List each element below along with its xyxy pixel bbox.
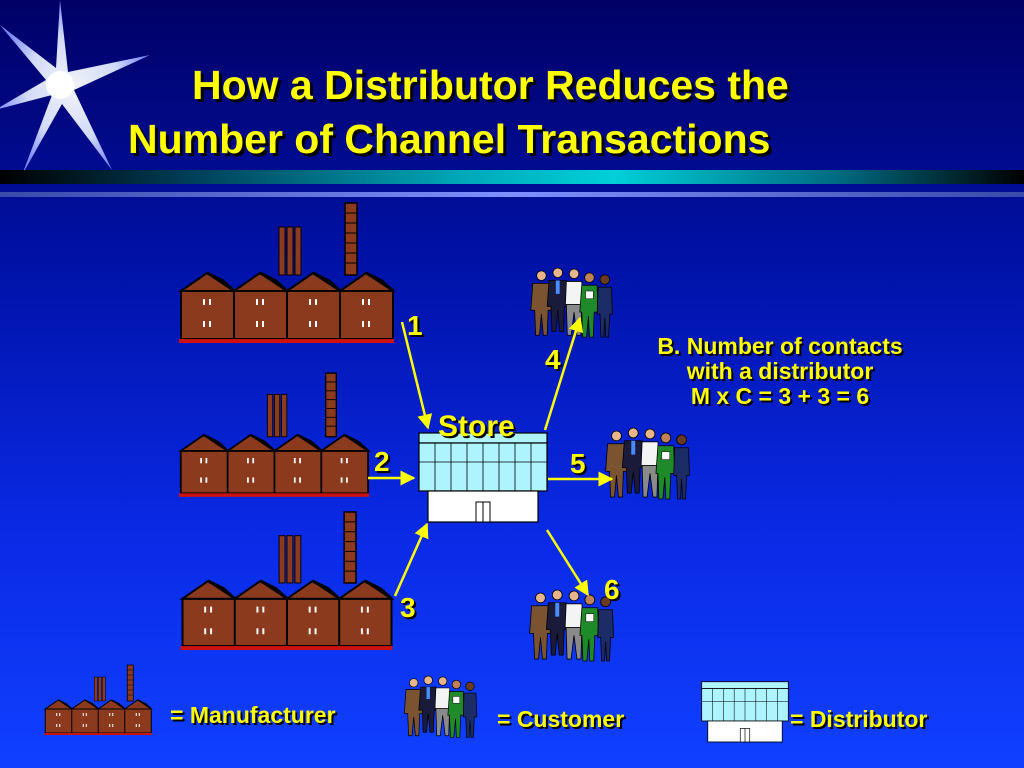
link-number-4: 4 <box>545 344 561 375</box>
legend-store-icon <box>701 681 789 743</box>
factory-icon-3 <box>179 510 394 652</box>
contacts-note-line-2: with a distributor <box>686 358 874 384</box>
page-title: How a Distributor Reduces the Number of … <box>110 58 990 166</box>
arrow-4 <box>543 316 584 431</box>
legend-distributor: = Distributor <box>790 706 928 732</box>
link-number-1: 1 <box>407 310 423 341</box>
title-line-1: How a Distributor Reduces the <box>192 62 789 108</box>
factory-icon-2 <box>177 371 371 499</box>
contacts-note: B. Number of contacts with a distributor… <box>598 334 962 409</box>
legend-customer: = Customer <box>497 706 625 732</box>
link-number-5: 5 <box>570 448 586 479</box>
people-group-icon-2 <box>605 427 690 500</box>
link-number-6: 6 <box>604 574 620 605</box>
link-number-3: 3 <box>400 592 416 623</box>
factory-icon-1 <box>177 201 396 345</box>
people-group-icon-3 <box>529 589 614 662</box>
title-divider-top <box>0 170 1024 184</box>
legend-factory-icon <box>43 664 153 736</box>
link-number-2: 2 <box>374 446 390 477</box>
arrows-group <box>368 316 614 597</box>
starburst-icon <box>0 0 150 175</box>
arrow-3 <box>393 522 429 597</box>
store-building-icon <box>418 432 548 523</box>
title-line-2: Number of Channel Transactions <box>128 116 771 162</box>
legend-people-icon <box>403 675 478 738</box>
legend-manufacturer: = Manufacturer <box>170 702 336 728</box>
arrow-1 <box>400 321 433 430</box>
hub-label: Store <box>438 410 515 443</box>
people-group-icon-1 <box>530 267 613 338</box>
title-divider-bottom <box>0 192 1024 197</box>
contacts-note-line-1: B. Number of contacts <box>657 333 903 359</box>
arrow-6 <box>545 529 590 597</box>
contacts-note-line-3: M x C = 3 + 3 = 6 <box>690 383 870 409</box>
